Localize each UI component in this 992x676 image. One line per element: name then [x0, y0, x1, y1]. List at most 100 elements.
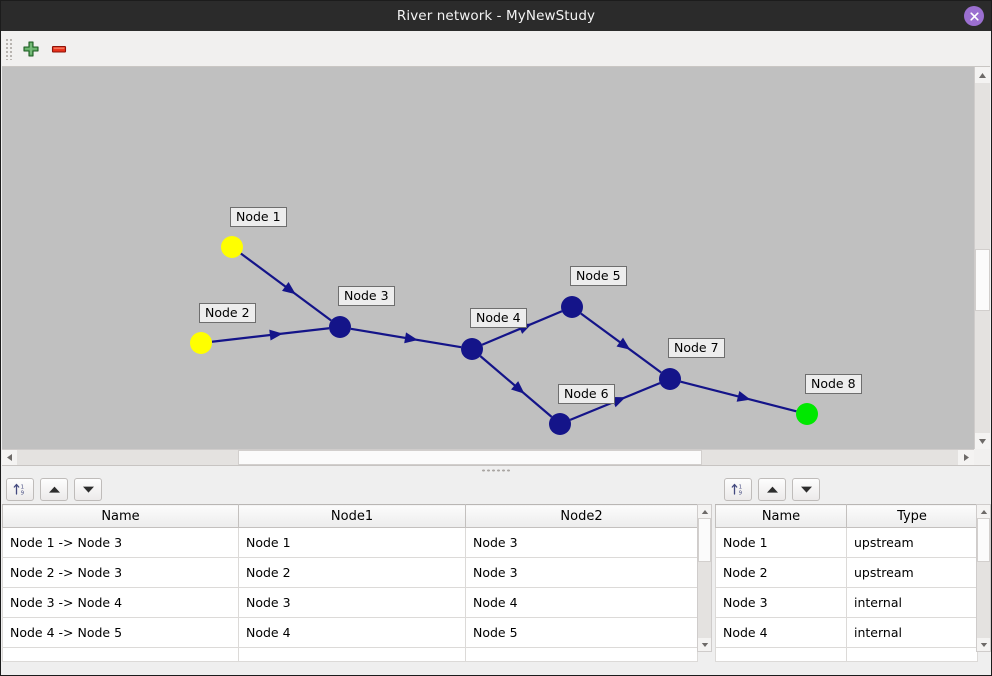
table-cell-empty[interactable] [2, 647, 239, 662]
table-cell[interactable]: Node 5 [465, 617, 698, 648]
move-down-icon[interactable] [792, 477, 820, 501]
table-cell[interactable]: upstream [846, 557, 978, 588]
graph-node-label[interactable]: Node 6 [558, 384, 615, 404]
links-scroll-down-icon[interactable] [698, 638, 711, 651]
links-scroll-track[interactable] [698, 562, 711, 638]
graph-node-label[interactable]: Node 7 [668, 338, 725, 358]
table-cell[interactable]: Node 3 [715, 587, 847, 618]
scroll-up-icon[interactable] [975, 67, 990, 83]
toolbar-grip[interactable] [5, 37, 12, 60]
table-cell[interactable]: Node 4 -> Node 5 [2, 617, 239, 648]
column-header[interactable]: Node1 [238, 504, 466, 528]
scroll-left-icon[interactable] [2, 450, 17, 465]
table-cell[interactable]: internal [846, 617, 978, 648]
table-row-empty[interactable] [2, 647, 698, 662]
table-cell[interactable]: Node 2 [238, 557, 466, 588]
table-cell[interactable]: Node 2 -> Node 3 [2, 557, 239, 588]
table-row-empty[interactable] [715, 647, 978, 662]
table-cell[interactable]: upstream [846, 527, 978, 558]
horizontal-splitter[interactable] [2, 465, 990, 474]
table-cell[interactable]: Node 1 [715, 527, 847, 558]
table-cell[interactable]: Node 1 [238, 527, 466, 558]
graph-horizontal-scrollbar[interactable] [2, 449, 974, 465]
move-up-icon[interactable] [758, 477, 786, 501]
nodes-table-scrollbar[interactable] [976, 504, 991, 652]
add-node-button[interactable] [17, 35, 45, 63]
links-table-scrollbar[interactable] [697, 504, 712, 652]
column-header[interactable]: Name [715, 504, 847, 528]
remove-node-button[interactable] [45, 35, 73, 63]
table-cell-empty[interactable] [238, 647, 466, 662]
move-down-icon[interactable] [74, 477, 102, 501]
splitter-grip [481, 468, 511, 472]
graph-node[interactable] [549, 413, 571, 435]
graph-node-label[interactable]: Node 1 [230, 207, 287, 227]
graph-node[interactable] [190, 332, 212, 354]
graph-node-label[interactable]: Node 8 [805, 374, 862, 394]
table-cell-empty[interactable] [715, 647, 847, 662]
table-cell-empty[interactable] [846, 647, 978, 662]
move-up-icon[interactable] [40, 477, 68, 501]
scroll-track-upper[interactable] [975, 83, 990, 249]
graph-vscroll-thumb[interactable] [975, 249, 990, 311]
graph-node[interactable] [796, 403, 818, 425]
table-cell[interactable]: Node 4 [715, 617, 847, 648]
nodes-scroll-track[interactable] [977, 562, 990, 638]
table-cell[interactable]: Node 1 -> Node 3 [2, 527, 239, 558]
svg-text:1: 1 [739, 484, 742, 490]
graph-edge-arrow [269, 329, 283, 341]
sort-icon[interactable]: 1 9 [6, 477, 34, 501]
graph-node-label[interactable]: Node 3 [338, 286, 395, 306]
nodes-scroll-up-icon[interactable] [977, 505, 990, 518]
table-cell[interactable]: internal [846, 587, 978, 618]
nodes-scroll-thumb[interactable] [977, 518, 990, 562]
network-graph-canvas[interactable]: Node 1 Node 2 Node 3 Node 4 Node 5 Node 6 Node… [2, 67, 974, 449]
network-graph-pane: Node 1 Node 2 Node 3 Node 4 Node 5 Node 6 Node… [2, 67, 990, 465]
column-header[interactable]: Node2 [465, 504, 698, 528]
scroll-right-icon[interactable] [958, 450, 974, 465]
graph-node[interactable] [659, 368, 681, 390]
graph-node[interactable] [461, 338, 483, 360]
title-bar: River network - MyNewStudy [1, 1, 991, 31]
close-icon[interactable] [964, 6, 984, 26]
table-cell[interactable]: Node 4 [465, 587, 698, 618]
graph-node[interactable] [221, 236, 243, 258]
table-cell[interactable]: Node 3 [238, 587, 466, 618]
scroll-down-icon[interactable] [975, 433, 990, 449]
table-cell[interactable]: Node 3 [465, 557, 698, 588]
graph-node-label[interactable]: Node 5 [570, 266, 627, 286]
graph-node[interactable] [329, 316, 351, 338]
hscroll-track-left[interactable] [17, 450, 238, 465]
column-header[interactable]: Type [846, 504, 978, 528]
graph-vertical-scrollbar[interactable] [974, 67, 990, 449]
column-header[interactable]: Name [2, 504, 239, 528]
table-cell-empty[interactable] [465, 647, 698, 662]
graph-hscroll-thumb[interactable] [238, 450, 702, 465]
hscroll-track-right[interactable] [702, 450, 958, 465]
table-cell[interactable]: Node 4 [238, 617, 466, 648]
table-cell[interactable]: Node 2 [715, 557, 847, 588]
graph-node-label[interactable]: Node 2 [199, 303, 256, 323]
table-cell[interactable]: Node 3 [465, 527, 698, 558]
graph-node-label[interactable]: Node 4 [470, 308, 527, 328]
table-cell[interactable]: Node 3 -> Node 4 [2, 587, 239, 618]
scroll-track-lower[interactable] [975, 311, 990, 433]
links-scroll-thumb[interactable] [698, 518, 711, 562]
links-scroll-up-icon[interactable] [698, 505, 711, 518]
nodes-scroll-down-icon[interactable] [977, 638, 990, 651]
graph-node[interactable] [561, 296, 583, 318]
sort-icon[interactable]: 1 9 [724, 477, 752, 501]
